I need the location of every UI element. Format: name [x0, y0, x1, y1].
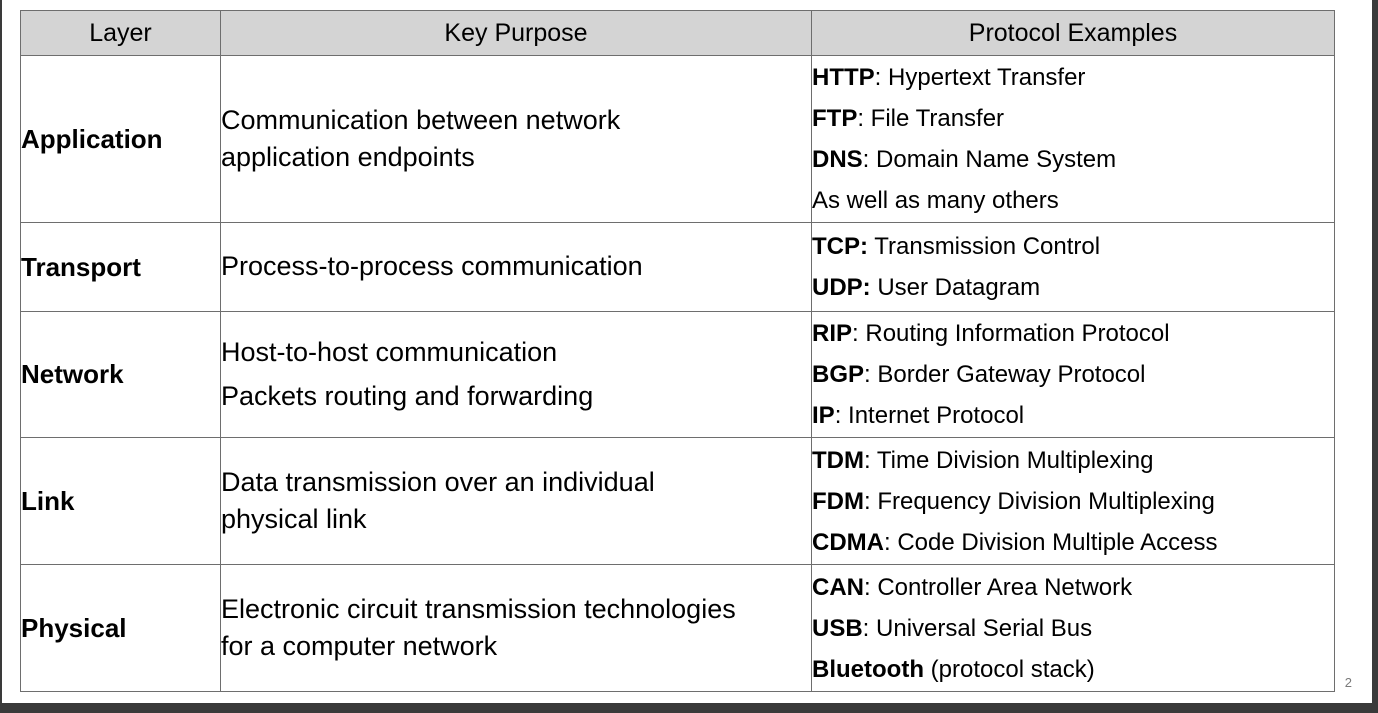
protocol-item: Bluetooth (protocol stack)	[812, 649, 1334, 690]
header-layer: Layer	[20, 10, 221, 56]
protocol-name: TDM	[812, 446, 864, 474]
key-purpose-cell: Process-to-process communication	[220, 222, 812, 312]
protocol-item: TCP: Transmission Control	[812, 226, 1334, 267]
key-purpose-line: Host-to-host communication	[221, 337, 558, 368]
key-purpose-cell: Electronic circuit transmission technolo…	[220, 564, 812, 692]
protocol-description: Border Gateway Protocol	[877, 361, 1146, 388]
protocol-name: HTTP	[812, 64, 875, 91]
key-purpose-cell: Communication between network application…	[220, 55, 812, 223]
network-layers-table: Layer Key Purpose Protocol Examples Appl…	[20, 10, 1335, 692]
key-purpose-line: Process-to-process communication	[221, 251, 643, 282]
layer-name: Network	[20, 311, 221, 438]
protocol-description: Time Division Multiplexing	[876, 446, 1154, 474]
protocol-item: FTP: File Transfer	[812, 98, 1334, 139]
protocol-item: CAN: Controller Area Network	[812, 567, 1334, 608]
protocol-separator: :	[863, 487, 878, 515]
protocol-description: Controller Area Network	[877, 573, 1133, 601]
protocol-description: Universal Serial Bus	[876, 614, 1093, 642]
protocol-item: USB: Universal Serial Bus	[812, 608, 1334, 649]
protocol-item: CDMA: Code Division Multiple Access	[812, 522, 1334, 563]
protocol-description: User Datagram	[877, 274, 1041, 301]
window-bottom-bar	[0, 703, 1378, 713]
protocol-name: Bluetooth	[812, 655, 924, 683]
key-purpose-line: for a computer network	[221, 631, 498, 661]
header-protocol-examples: Protocol Examples	[811, 10, 1335, 56]
protocol-item: TDM: Time Division Multiplexing	[812, 440, 1334, 481]
protocol-description: Frequency Division Multiplexing	[877, 487, 1215, 515]
protocol-description: File Transfer	[870, 105, 1005, 132]
layer-name: Application	[20, 55, 221, 223]
layer-name: Physical	[20, 564, 221, 692]
key-purpose-cell: Data transmission over an individual phys…	[220, 437, 812, 565]
protocol-item: As well as many others	[812, 180, 1334, 221]
page-number: 2	[1344, 675, 1352, 690]
key-purpose-line: application endpoints	[221, 142, 475, 172]
protocol-item: DNS: Domain Name System	[812, 139, 1334, 180]
protocol-separator	[924, 656, 931, 683]
protocol-name: CDMA	[812, 528, 884, 556]
protocol-name: UDP:	[812, 274, 871, 301]
protocol-name: BGP	[812, 361, 865, 388]
protocol-separator: :	[884, 528, 898, 556]
protocol-item: IP: Internet Protocol	[812, 395, 1334, 436]
protocol-separator: :	[863, 446, 877, 474]
protocol-separator: :	[857, 105, 871, 132]
key-purpose-line: Data transmission over an individual	[221, 466, 655, 497]
protocol-separator: :	[864, 573, 878, 601]
protocol-description: Code Division Multiple Access	[897, 528, 1218, 556]
protocol-name: FTP	[812, 105, 858, 132]
protocol-item: HTTP: Hypertext Transfer	[812, 57, 1334, 98]
protocol-description: Internet Protocol	[848, 402, 1025, 429]
protocol-separator: :	[874, 64, 889, 91]
protocol-name: IP	[812, 402, 835, 429]
key-purpose-line: physical link	[221, 504, 367, 534]
protocol-separator: :	[862, 146, 877, 173]
protocol-separator: :	[834, 402, 849, 429]
header-key-purpose: Key Purpose	[220, 10, 812, 56]
key-purpose-line: Packets routing and forwarding	[221, 380, 594, 411]
protocol-item: FDM: Frequency Division Multiplexing	[812, 481, 1334, 522]
protocol-description: Routing Information Protocol	[865, 320, 1170, 347]
protocol-name: RIP	[812, 320, 853, 347]
protocol-description: (protocol stack)	[930, 655, 1095, 683]
protocol-name: CAN	[812, 573, 864, 601]
protocol-description: Transmission Control	[874, 233, 1101, 260]
protocol-description: Domain Name System	[876, 146, 1117, 173]
protocol-item: UDP: User Datagram	[812, 267, 1334, 308]
key-purpose-line: Electronic circuit transmission technolo…	[221, 593, 736, 624]
protocol-description: As well as many others	[812, 187, 1059, 214]
layer-name: Link	[20, 437, 221, 565]
protocol-separator: :	[862, 614, 877, 642]
protocol-item: RIP: Routing Information Protocol	[812, 313, 1334, 354]
protocol-separator: :	[852, 320, 866, 347]
protocol-name: FDM	[812, 487, 864, 515]
protocol-item: BGP: Border Gateway Protocol	[812, 354, 1334, 395]
protocol-name: USB	[812, 614, 863, 642]
table-header-row: Layer Key Purpose Protocol Examples	[20, 10, 1335, 56]
protocol-description: Hypertext Transfer	[888, 64, 1086, 91]
protocol-name: DNS	[812, 146, 863, 173]
key-purpose-line: Communication between network	[221, 104, 621, 135]
layer-name: Transport	[20, 222, 221, 312]
protocol-name: TCP:	[812, 233, 868, 260]
protocol-separator: :	[864, 361, 878, 388]
